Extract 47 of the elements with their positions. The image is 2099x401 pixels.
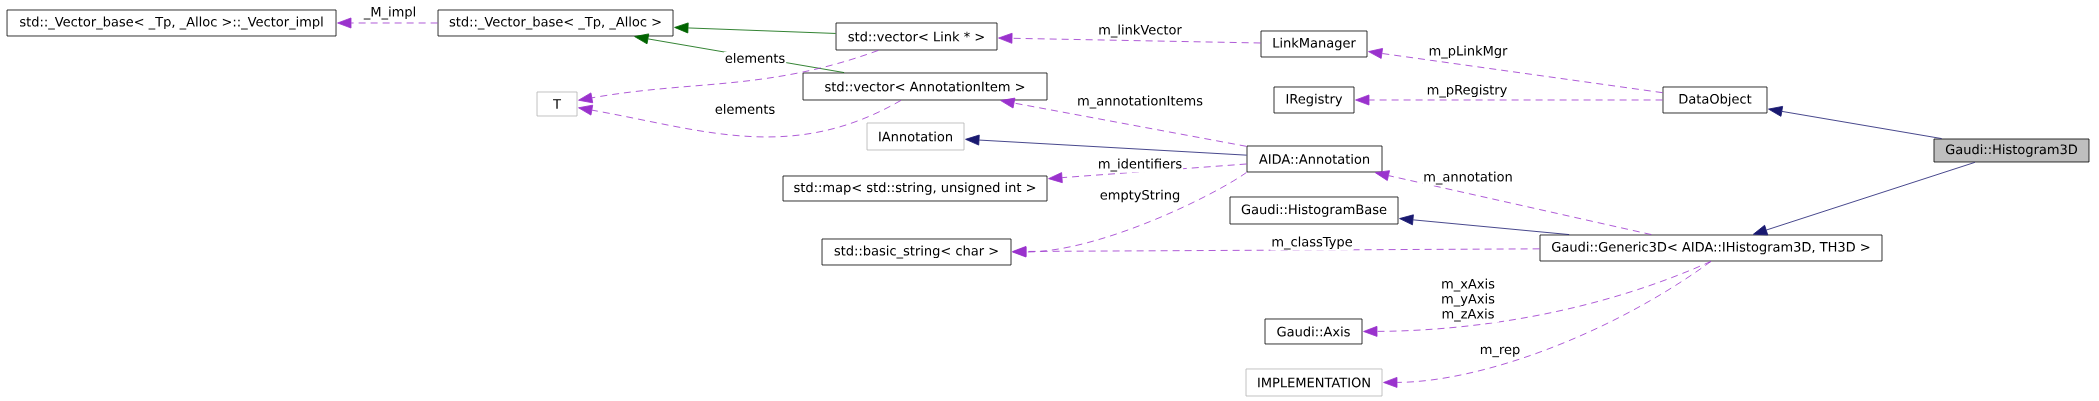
class-box: IAnnotation [866,122,965,151]
arrow [965,134,1247,156]
class-box: std::map< std::string, unsigned int > [782,175,1048,202]
class-box: LinkManager [1260,30,1368,58]
class-box: std::_Vector_base< _Tp, _Alloc > [437,9,674,37]
arrow [1012,246,1540,257]
arrow [1399,214,1570,235]
class-box: AIDA::Annotation [1246,145,1383,173]
edge-label: emptyString [1098,188,1182,204]
edge-label: elements [713,102,777,115]
class-box: std::_Vector_base< _Tp, _Alloc >::_Vector_impl [6,9,337,37]
edge-label: m_rep [1478,345,1522,359]
edge-label: m_pLinkMgr [1427,44,1509,60]
class-box: Gaudi::HistogramBase [1229,196,1399,225]
class-box: std::vector< AnnotationItem > [802,72,1048,101]
class-box: Gaudi::Histogram3D [1933,138,2090,163]
class-box: Gaudi::Axis [1264,318,1363,345]
edge-label: elements [723,51,787,64]
edge-label: m_classType [1270,235,1354,251]
class-box: DataObject [1662,86,1768,114]
class-box: std::vector< Link * > [835,22,998,51]
edge-label: m_annotationItems [1076,94,1204,110]
arrow [337,17,439,29]
edge-label: m_xAxis m_yAxis m_zAxis [1437,277,1499,323]
edge-label: m_annotation [1422,170,1514,186]
arrow [1383,261,1712,388]
edge-label: m_linkVector [1097,23,1183,39]
arrow [998,32,1261,44]
arrow [1368,48,1663,94]
arrow [1355,94,1663,106]
arrow [1048,163,1247,184]
arrow [674,22,836,34]
arrow [1768,106,1943,139]
arrow [578,100,902,138]
edge-label: m_identifiers [1096,157,1184,173]
edge-label: _M_impl [362,5,418,21]
class-box: IMPLEMENTATION [1245,368,1383,397]
arrow [1000,97,1247,147]
class-box: T [536,91,578,117]
arrow [1363,261,1712,337]
arrow [1374,170,1652,235]
class-box: std::basic_string< char > [821,238,1012,266]
class-box: IRegistry [1273,86,1355,114]
arrow [578,50,879,104]
arrow [1753,162,1976,236]
class-box: Gaudi::Generic3D< AIDA::IHistogram3D, TH3D > [1539,234,1883,262]
edge-label: m_pRegistry [1425,83,1509,99]
